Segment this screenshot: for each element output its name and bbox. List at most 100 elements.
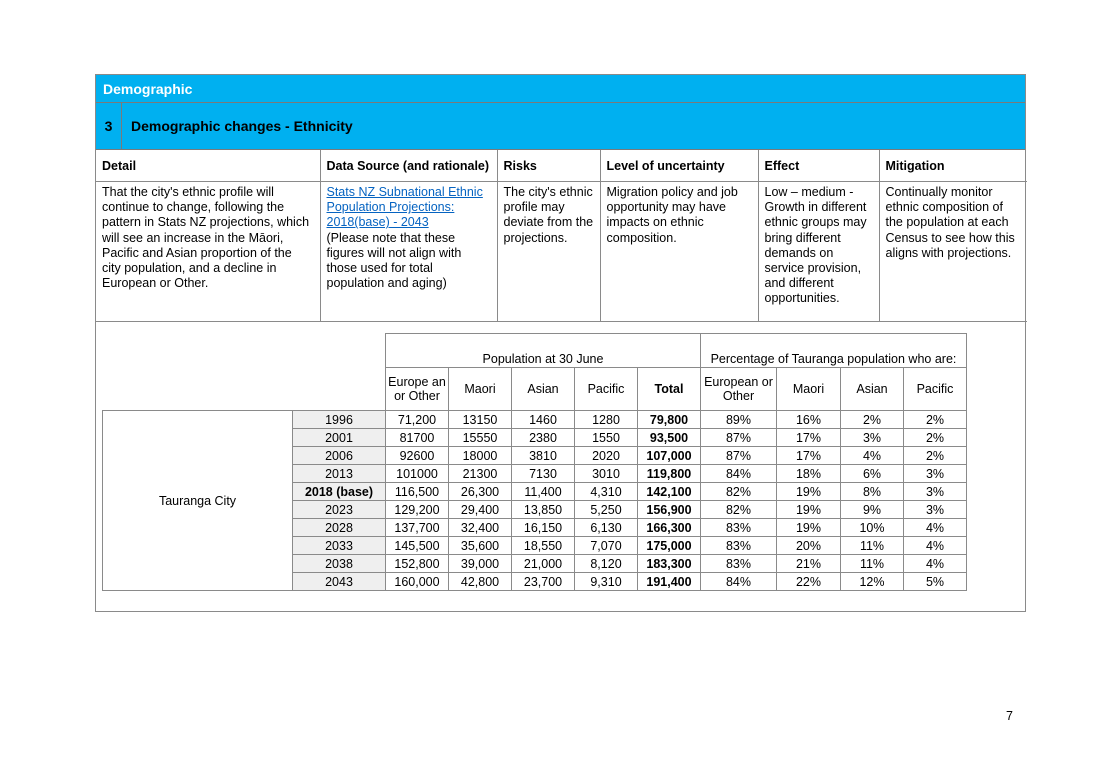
cell-p-pacific: 5% xyxy=(903,572,967,591)
cell-maori: 26,300 xyxy=(448,482,512,501)
year-cell: 2001 xyxy=(292,428,386,447)
col-pct-european-or-other: European or Other xyxy=(700,367,777,411)
population-group-header: Population at 30 June xyxy=(385,333,701,368)
cell-pacific: 6,130 xyxy=(574,518,638,537)
cell-asian: 11,400 xyxy=(511,482,575,501)
risk-row: That the city's ethnic profile will cont… xyxy=(96,181,1027,322)
cell-p-maori: 18% xyxy=(776,464,841,483)
cell-p-asian: 11% xyxy=(840,554,904,573)
cell-total: 79,800 xyxy=(637,410,701,429)
header-effect: Effect xyxy=(757,150,880,182)
risk-number: 3 xyxy=(96,103,122,149)
year-cell: 2028 xyxy=(292,518,386,537)
data-source-cell: Stats NZ Subnational Ethnic Population P… xyxy=(319,181,498,322)
section-title-bar: Demographic xyxy=(96,75,1025,103)
cell-eu: 129,200 xyxy=(385,500,449,519)
population-table: Population at 30 June Percentage of Taur… xyxy=(102,333,967,591)
cell-maori: 35,600 xyxy=(448,536,512,555)
cell-p-maori: 19% xyxy=(776,518,841,537)
cell-p-pacific: 4% xyxy=(903,518,967,537)
cell-eu: 152,800 xyxy=(385,554,449,573)
cell-p-maori: 22% xyxy=(776,572,841,591)
cell-asian: 16,150 xyxy=(511,518,575,537)
population-group-header-row: Population at 30 June Percentage of Taur… xyxy=(103,333,967,368)
header-data-source: Data Source (and rationale) xyxy=(319,150,498,182)
cell-asian: 3810 xyxy=(511,446,575,465)
cell-total: 166,300 xyxy=(637,518,701,537)
stats-nz-projections-link[interactable]: Stats NZ Subnational Ethnic Population P… xyxy=(326,185,483,230)
cell-eu: 71,200 xyxy=(385,410,449,429)
cell-p-pacific: 4% xyxy=(903,554,967,573)
cell-p-asian: 2% xyxy=(840,410,904,429)
cell-pacific: 2020 xyxy=(574,446,638,465)
cell-p-asian: 8% xyxy=(840,482,904,501)
cell-total: 119,800 xyxy=(637,464,701,483)
cell-p-pacific: 2% xyxy=(903,410,967,429)
cell-eu: 101000 xyxy=(385,464,449,483)
cell-p-pacific: 3% xyxy=(903,464,967,483)
cell-p-maori: 16% xyxy=(776,410,841,429)
col-asian: Asian xyxy=(511,367,575,411)
cell-maori: 39,000 xyxy=(448,554,512,573)
cell-pacific: 3010 xyxy=(574,464,638,483)
cell-asian: 7130 xyxy=(511,464,575,483)
cell-asian: 23,700 xyxy=(511,572,575,591)
risk-heading: Demographic changes - Ethnicity xyxy=(131,118,353,134)
cell-total: 107,000 xyxy=(637,446,701,465)
cell-maori: 15550 xyxy=(448,428,512,447)
population-column-header-row: Europe an or Other Maori Asian Pacific T… xyxy=(103,367,967,411)
cell-total: 175,000 xyxy=(637,536,701,555)
cell-p-maori: 17% xyxy=(776,446,841,465)
cell-pacific: 1550 xyxy=(574,428,638,447)
cell-maori: 32,400 xyxy=(448,518,512,537)
cell-pacific: 7,070 xyxy=(574,536,638,555)
section-title: Demographic xyxy=(103,81,193,97)
cell-eu: 81700 xyxy=(385,428,449,447)
cell-p-pacific: 3% xyxy=(903,500,967,519)
cell-pacific: 1280 xyxy=(574,410,638,429)
col-pacific: Pacific xyxy=(574,367,638,411)
uncertainty-cell: Migration policy and job opportunity may… xyxy=(599,181,759,322)
year-cell: 2043 xyxy=(292,572,386,591)
cell-pacific: 4,310 xyxy=(574,482,638,501)
risk-header-row: Detail Data Source (and rationale) Risks… xyxy=(96,150,1027,182)
risks-cell: The city's ethnic profile may deviate fr… xyxy=(496,181,601,322)
cell-p-eu: 89% xyxy=(700,410,777,429)
cell-asian: 1460 xyxy=(511,410,575,429)
cell-p-eu: 87% xyxy=(700,428,777,447)
header-uncertainty: Level of uncertainty xyxy=(599,150,759,182)
cell-p-maori: 17% xyxy=(776,428,841,447)
cell-asian: 13,850 xyxy=(511,500,575,519)
cell-total: 156,900 xyxy=(637,500,701,519)
cell-p-pacific: 2% xyxy=(903,428,967,447)
cell-p-pacific: 3% xyxy=(903,482,967,501)
cell-p-asian: 3% xyxy=(840,428,904,447)
cell-p-asian: 12% xyxy=(840,572,904,591)
cell-asian: 21,000 xyxy=(511,554,575,573)
cell-maori: 42,800 xyxy=(448,572,512,591)
cell-p-maori: 20% xyxy=(776,536,841,555)
cell-eu: 145,500 xyxy=(385,536,449,555)
city-name-cell: Tauranga City xyxy=(102,410,293,591)
header-mitigation: Mitigation xyxy=(878,150,1027,182)
col-european-or-other: Europe an or Other xyxy=(385,367,449,411)
cell-asian: 18,550 xyxy=(511,536,575,555)
col-pct-maori: Maori xyxy=(776,367,841,411)
cell-pacific: 5,250 xyxy=(574,500,638,519)
cell-p-eu: 83% xyxy=(700,518,777,537)
cell-p-eu: 84% xyxy=(700,464,777,483)
col-pct-asian: Asian xyxy=(840,367,904,411)
cell-maori: 18000 xyxy=(448,446,512,465)
cell-p-pacific: 4% xyxy=(903,536,967,555)
cell-p-asian: 11% xyxy=(840,536,904,555)
cell-p-maori: 19% xyxy=(776,482,841,501)
cell-p-eu: 82% xyxy=(700,500,777,519)
col-maori: Maori xyxy=(448,367,512,411)
cell-p-eu: 84% xyxy=(700,572,777,591)
effect-cell: Low – medium - Growth in different ethni… xyxy=(757,181,880,322)
data-source-note: (Please note that these figures will not… xyxy=(326,230,462,291)
